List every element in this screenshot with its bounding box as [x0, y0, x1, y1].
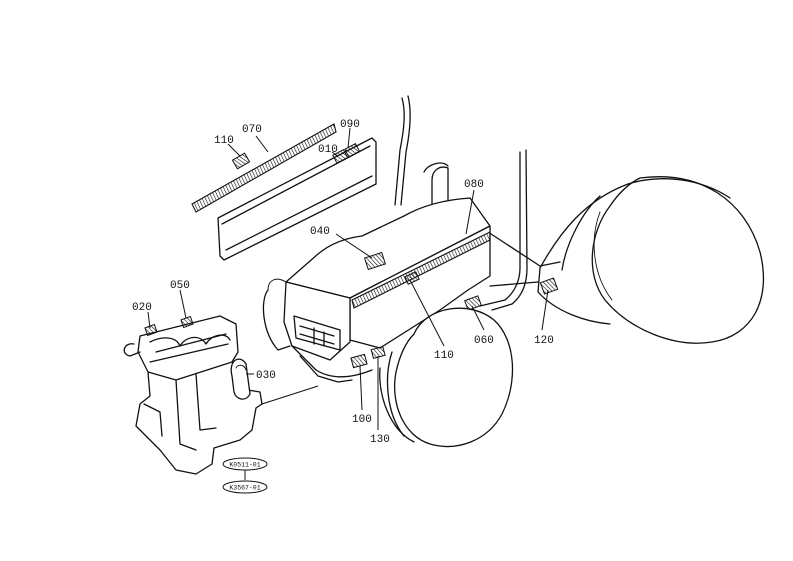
- cab-frame: [394, 95, 561, 311]
- callout-110: 110: [214, 135, 234, 147]
- rear-fender: [537, 178, 731, 325]
- front-wheel: [379, 307, 514, 448]
- panel-strip-070: [191, 123, 337, 213]
- engine: [123, 315, 319, 475]
- part-code-label: K0511-01: [229, 462, 260, 469]
- callout-labels: 110 070 090 010 080 040 020 050 030 110 …: [132, 119, 554, 446]
- hood: [262, 197, 559, 383]
- side-panels: [191, 123, 377, 261]
- callout-130: 130: [370, 434, 390, 446]
- callout-110-hood: 110: [434, 350, 454, 362]
- leader-lines: [147, 127, 549, 430]
- part-code-label: K3567-01: [229, 485, 260, 492]
- callout-050: 050: [170, 280, 190, 292]
- callout-060: 060: [474, 335, 494, 347]
- callout-070: 070: [242, 124, 262, 136]
- callout-030: 030: [256, 370, 276, 382]
- part-code-k0511: K0511-01: [222, 457, 268, 471]
- callout-010: 010: [318, 144, 338, 156]
- callout-080: 080: [464, 179, 484, 191]
- callout-020: 020: [132, 302, 152, 314]
- callout-120: 120: [534, 335, 554, 347]
- callout-100: 100: [352, 414, 372, 426]
- part-code-k3567: K3567-01: [222, 480, 268, 494]
- rear-wheel: [591, 176, 765, 344]
- callout-040: 040: [310, 226, 330, 238]
- callout-090: 090: [340, 119, 360, 131]
